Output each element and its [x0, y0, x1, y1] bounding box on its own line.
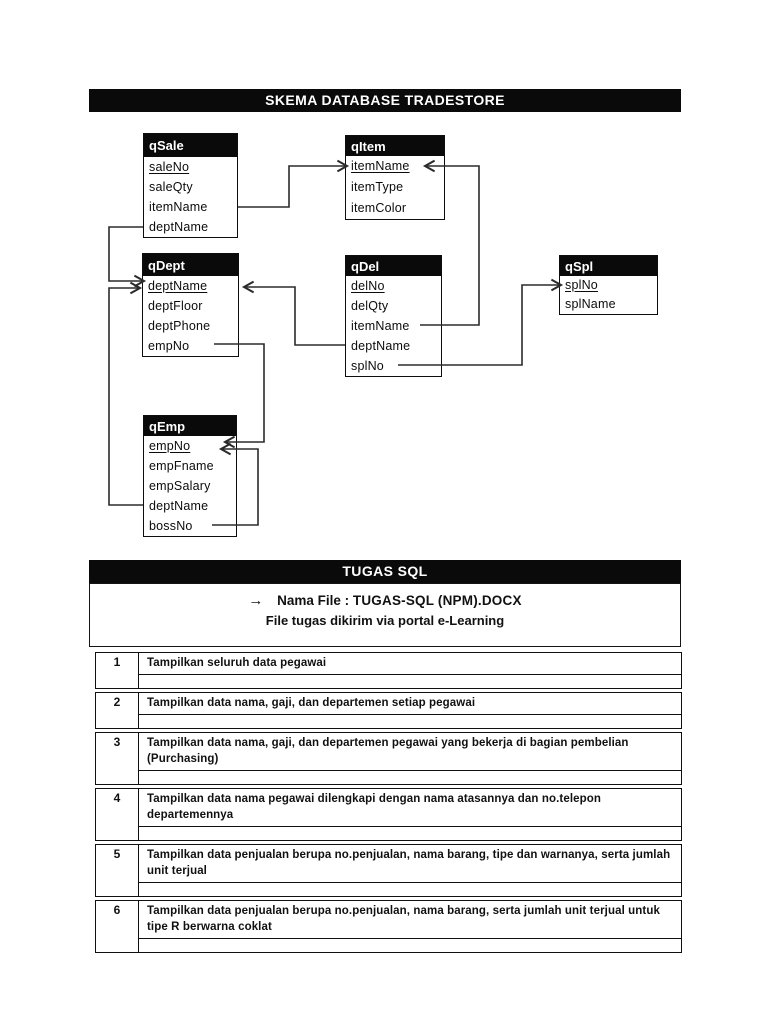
task-block: 6 Tampilkan data penjualan berupa no.pen…	[95, 900, 682, 953]
entity-qemp-header: qEmp	[144, 416, 236, 436]
task-number: 1	[96, 653, 139, 688]
entity-qdept-fields: deptName deptFloor deptPhone empNo	[143, 276, 238, 356]
field-qdel-itemname: itemName	[351, 319, 410, 333]
task-block: 3 Tampilkan data nama, gaji, dan departe…	[95, 732, 682, 785]
field-qemp-empno: empNo	[149, 439, 191, 453]
task-answer-cell	[139, 827, 681, 840]
file-name-label: Nama File :	[277, 593, 350, 608]
delivery-note: File tugas dikirim via portal e-Learning	[265, 613, 505, 628]
field-qspl-splname: splName	[565, 297, 616, 311]
right-arrow-icon: →	[248, 592, 264, 609]
task-answer-cell	[139, 939, 681, 952]
task-text: Tampilkan data nama, gaji, dan departeme…	[139, 733, 681, 771]
entity-qdel: qDel delNo delQty itemName deptName splNo	[345, 255, 442, 377]
entity-qdel-fields: delNo delQty itemName deptName splNo	[346, 276, 441, 376]
task-table: 1 Tampilkan seluruh data pegawai 2 Tampi…	[95, 652, 682, 956]
entity-qdept: qDept deptName deptFloor deptPhone empNo	[142, 253, 239, 357]
task-text: Tampilkan data nama pegawai dilengkapi d…	[139, 789, 681, 827]
entity-qspl: qSpl splNo splName	[559, 255, 658, 315]
entity-qsale-fields: saleNo saleQty itemName deptName	[144, 157, 237, 237]
title-banner: SKEMA DATABASE TRADESTORE	[89, 89, 681, 112]
field-qitem-itemtype: itemType	[351, 180, 404, 194]
task-answer-cell	[139, 883, 681, 896]
tugas-box: → Nama File : TUGAS-SQL (NPM).DOCX File …	[89, 583, 681, 647]
entity-qspl-fields: splNo splName	[560, 276, 657, 314]
field-qemp-empsalary: empSalary	[149, 479, 211, 493]
field-qsale-deptname: deptName	[149, 220, 209, 234]
task-number: 6	[96, 901, 139, 952]
entity-qspl-header: qSpl	[560, 256, 657, 276]
entity-qsale: qSale saleNo saleQty itemName deptName	[143, 133, 238, 238]
field-qdept-deptfloor: deptFloor	[148, 299, 203, 313]
field-qitem-itemcolor: itemColor	[351, 201, 407, 215]
task-text: Tampilkan data nama, gaji, dan departeme…	[139, 693, 681, 715]
field-qdel-deptname: deptName	[351, 339, 411, 353]
field-qsale-saleno: saleNo	[149, 160, 190, 174]
task-number: 4	[96, 789, 139, 840]
task-answer-cell	[139, 771, 681, 784]
tugas-banner: TUGAS SQL	[89, 560, 681, 583]
file-name-value: TUGAS-SQL (NPM).DOCX	[352, 593, 522, 608]
task-answer-cell	[139, 715, 681, 728]
task-answer-cell	[139, 675, 681, 688]
entity-qitem-header: qItem	[346, 136, 444, 156]
task-number: 3	[96, 733, 139, 784]
conn-qsale-itemname-qitem	[238, 159, 350, 208]
entity-qdel-header: qDel	[346, 256, 441, 276]
task-number: 5	[96, 845, 139, 896]
field-qsale-itemname: itemName	[149, 200, 208, 214]
field-qspl-splno: splNo	[565, 278, 598, 292]
task-number: 2	[96, 693, 139, 728]
task-block: 4 Tampilkan data nama pegawai dilengkapi…	[95, 788, 682, 841]
conn-qdel-deptname-qdept	[241, 280, 345, 346]
field-qdept-deptname: deptName	[148, 279, 208, 293]
field-qdel-delno: delNo	[351, 279, 385, 293]
field-qdel-splno: splNo	[351, 359, 384, 373]
conn-qemp-deptname-qdept	[108, 281, 143, 506]
entity-qitem-fields: itemName itemType itemColor	[346, 156, 444, 219]
conn-qsale-deptname-qdept	[108, 226, 147, 288]
task-block: 5 Tampilkan data penjualan berupa no.pen…	[95, 844, 682, 897]
field-qdel-delqty: delQty	[351, 299, 389, 313]
entity-qitem: qItem itemName itemType itemColor	[345, 135, 445, 220]
task-text: Tampilkan data penjualan berupa no.penju…	[139, 845, 681, 883]
entity-qdept-header: qDept	[143, 254, 238, 276]
field-qsale-saleqty: saleQty	[149, 180, 193, 194]
task-text: Tampilkan data penjualan berupa no.penju…	[139, 901, 681, 939]
task-block: 2 Tampilkan data nama, gaji, dan departe…	[95, 692, 682, 729]
entity-qemp-fields: empNo empFname empSalary deptName bossNo	[144, 436, 236, 536]
field-qdept-empno: empNo	[148, 339, 190, 353]
file-name-line: → Nama File : TUGAS-SQL (NPM).DOCX	[90, 592, 680, 609]
field-qemp-deptname: deptName	[149, 499, 209, 513]
entity-qsale-header: qSale	[144, 134, 237, 157]
task-text: Tampilkan seluruh data pegawai	[139, 653, 681, 675]
entity-qemp: qEmp empNo empFname empSalary deptName bossN…	[143, 415, 237, 537]
field-qemp-empfname: empFname	[149, 459, 214, 473]
field-qdept-deptphone: deptPhone	[148, 319, 211, 333]
field-qitem-itemname: itemName	[351, 159, 410, 173]
task-block: 1 Tampilkan seluruh data pegawai	[95, 652, 682, 689]
field-qemp-bossno: bossNo	[149, 519, 193, 533]
